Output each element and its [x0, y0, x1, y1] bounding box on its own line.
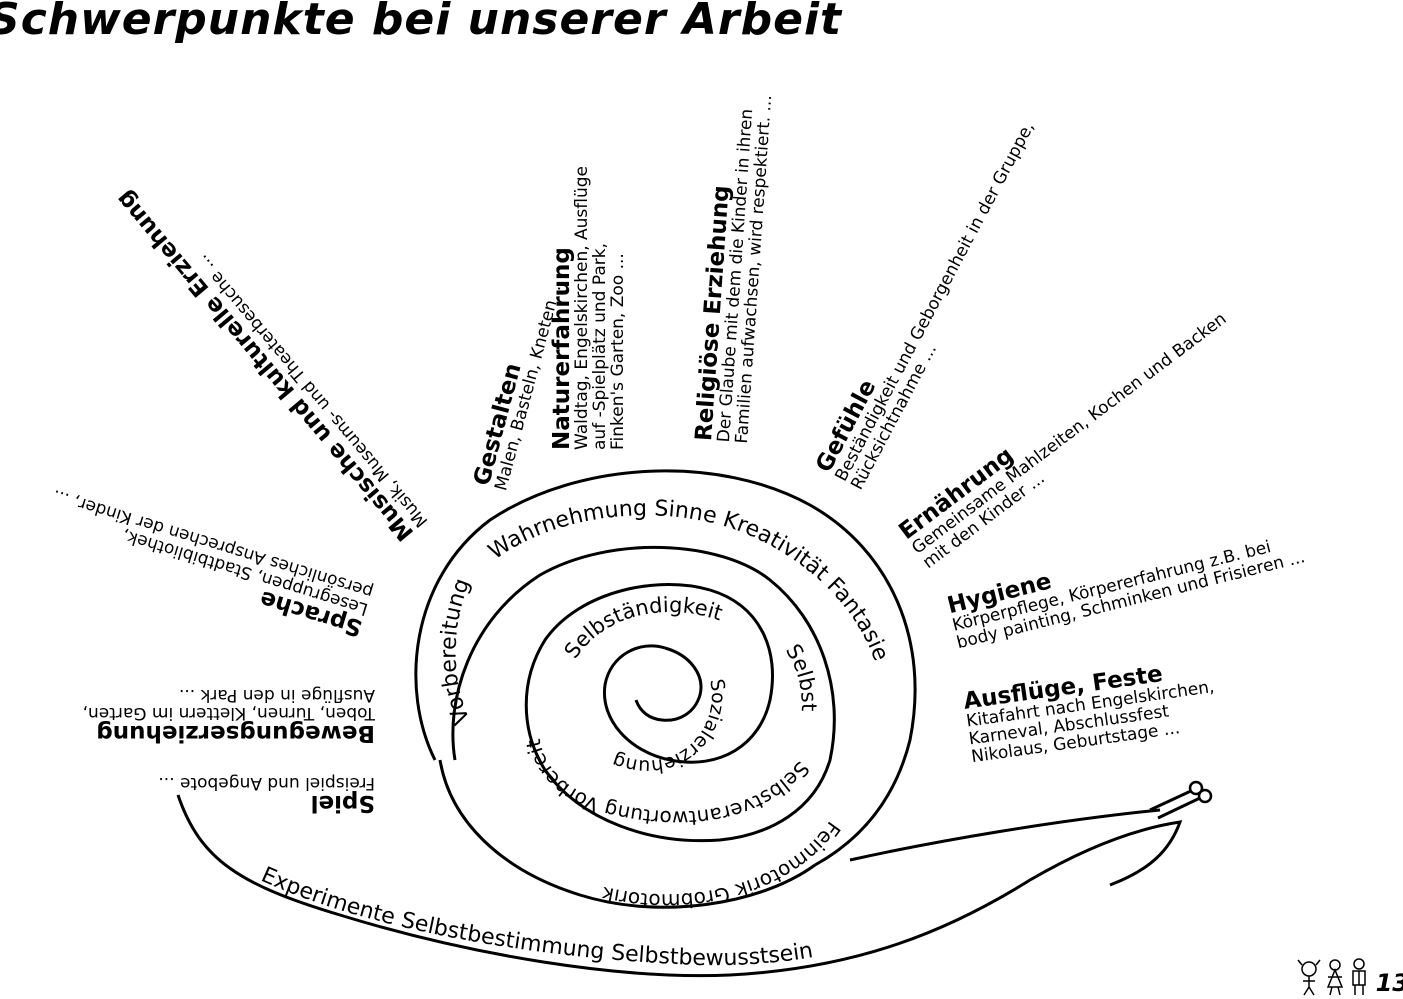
- ray-line: Finken's Garten, Zoo ...: [607, 253, 628, 450]
- children-figures-icon: [1297, 958, 1366, 996]
- ray-line: Toben, Turnen, Klettern im Garten,: [82, 702, 375, 723]
- ray-heading: Bewegungserziehung: [96, 720, 375, 746]
- label-inner-ring: Sozialerziehung: [609, 677, 729, 777]
- svg-text:Selbst: Selbst: [781, 640, 821, 712]
- ray-line: Ausflüge in den Park ...: [178, 685, 375, 706]
- svg-text:Sozialerziehung: Sozialerziehung: [609, 677, 729, 777]
- label-outer-left: Vorbereitung auf Schule: [0, 0, 478, 728]
- ray-spiel: Spiel Freispiel und Angebote ...: [158, 772, 375, 816]
- label-inner-top: Selbständigkeit: [559, 593, 725, 663]
- ray-heading: Spiel: [310, 790, 375, 816]
- page-title: Schwerpunkte bei unserer Arbeit: [0, 0, 843, 45]
- ray-heading: Naturerfahrung: [549, 247, 575, 450]
- svg-text:Selbständigkeit: Selbständigkeit: [559, 593, 725, 663]
- ray-line: Freispiel und Angebote ...: [158, 772, 375, 793]
- page-number: 13: [1375, 969, 1403, 997]
- label-inner-right: Selbst: [781, 640, 821, 712]
- svg-text:Vorbereitung auf Schule: Vorbereitung auf Schule: [0, 0, 478, 728]
- ray-natur: Naturerfahrung Waldtag, Engelskirchen, A…: [549, 166, 628, 450]
- ray-bewegung: Bewegungserziehung Toben, Turnen, Klette…: [82, 685, 375, 746]
